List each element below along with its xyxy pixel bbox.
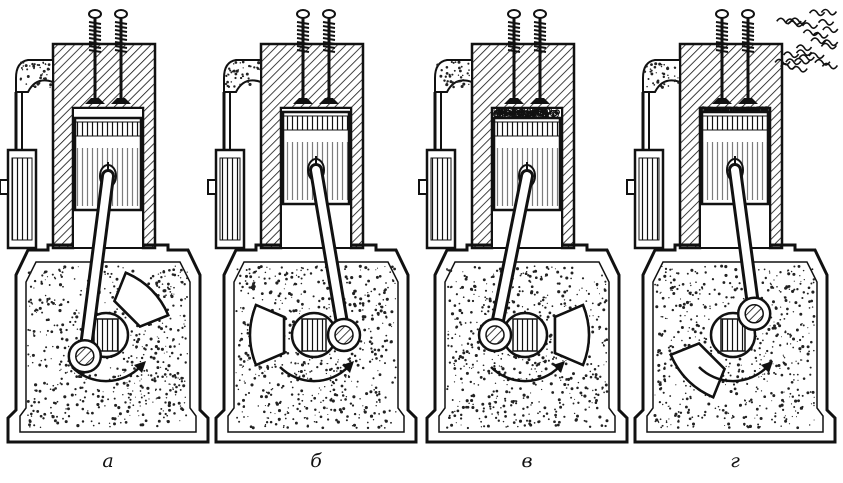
crank-web [512,318,538,352]
carburetor-inlet [626,179,636,195]
rotation-arrow [71,366,141,383]
intake-valve-head [85,98,105,104]
carburetor-float-chamber [11,157,33,241]
exhaust-valve-cap [322,9,336,19]
caption-v: в [521,450,533,472]
intake-valve-cap [715,9,729,19]
intake-mixture [436,60,470,89]
exhaust-smoke [774,8,839,73]
exhaust-valve-head [738,98,758,104]
carburetor-inlet [418,179,428,195]
intake-valve-head [293,98,313,104]
crank-counterweight [113,271,170,328]
intake-mixture [224,60,261,89]
intake-valve-head [504,98,524,104]
engine-panel-2 [207,9,418,444]
exhaust-valve-spring [322,21,336,53]
connecting-rod-inner [312,166,348,339]
engine-panel-3 [418,9,629,444]
carburetor-float-chamber [638,157,660,241]
rotation-arrow [490,366,560,383]
intake-valve-spring [507,21,521,53]
intake-valve-cap [88,9,102,19]
rotation-arrow [698,366,768,383]
exhaust-valve-spring [533,21,547,53]
intake-valve-spring [715,21,729,53]
exhaust-valve-head [319,98,339,104]
exhaust-valve-head [530,98,550,104]
connecting-rod-inner [491,172,531,339]
connecting-rod-inner [731,166,759,318]
piston-rings [74,121,142,137]
rotation-arrow-head [342,361,354,373]
carburetor-float-chamber [219,157,241,241]
intake-valve-head [712,98,732,104]
rotation-arrow-head [134,361,146,373]
connecting-rod-inner [80,172,112,361]
intake-valve-spring [296,21,310,53]
rotation-arrow [279,366,349,383]
intake-valve-cap [507,9,521,19]
rotation-arrow-head [761,361,773,373]
exhaust-valve-cap [114,9,128,19]
crank-pin-bearing [485,325,505,345]
crank-counterweight [553,303,591,367]
crank-counterweight [248,303,286,367]
exhaust-valve-head [111,98,131,104]
engine-panel-1 [0,9,210,444]
caption-g: г [730,450,740,472]
crank-pin-bearing [744,304,764,324]
piston-rings [493,121,561,137]
carburetor-inlet [207,179,217,195]
intake-valve-cap [296,9,310,19]
caption-b: б [310,450,322,472]
exhaust-valve-cap [533,9,547,19]
oil-speckle [446,265,609,430]
caption-a: а [102,450,114,472]
burning-gas [492,106,560,120]
exhaust-valve-spring [114,21,128,53]
engine-panel-4 [626,8,839,444]
intake-mixture [19,61,53,89]
piston-rings [701,115,769,131]
piston-rings [282,115,350,131]
carburetor-float-chamber [430,157,452,241]
crank-pin-bearing [75,346,95,366]
crank-pin-bearing [334,325,354,345]
carburetor-inlet [0,179,9,195]
crank-counterweight [669,342,726,399]
intake-mixture [643,62,680,89]
intake-valve-spring [88,21,102,53]
exhaust-valve-spring [741,21,755,53]
rotation-arrow-head [553,361,565,373]
exhaust-valve-cap [741,9,755,19]
crank-web [301,318,327,352]
